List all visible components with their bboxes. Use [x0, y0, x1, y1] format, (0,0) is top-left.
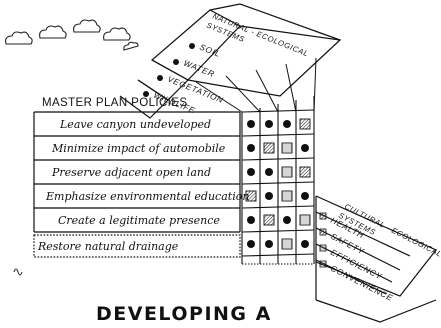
matrix-cell-dot	[301, 144, 309, 152]
bullet-icon	[157, 75, 163, 81]
bullet-icon	[143, 91, 149, 97]
figure-caption: DEVELOPING A	[96, 303, 272, 325]
matrix-cell-dotted	[281, 142, 293, 154]
matrix-cell-hatched	[245, 190, 257, 202]
matrix-cell-dotted	[281, 238, 293, 250]
squiggle-mark	[13, 268, 23, 276]
dotted-square-icon	[319, 260, 327, 268]
policy-row: Preserve adjacent open land	[51, 166, 211, 179]
policy-row: Leave canyon undeveloped	[59, 118, 211, 131]
natural-item-water: WATER	[182, 59, 216, 80]
matrix-cell-hatched	[299, 118, 311, 130]
matrix-cell-dot	[247, 120, 255, 128]
matrix-cell-dot	[265, 120, 273, 128]
matrix-row-line	[241, 133, 315, 137]
dotted-square-icon	[319, 244, 327, 252]
matrix-cell-dot	[247, 216, 255, 224]
matrix-depth-line	[313, 57, 317, 113]
policy-row: Create a legitimate presence	[58, 214, 220, 227]
matrix-row-line	[241, 157, 315, 161]
cloud-icon	[5, 31, 33, 45]
matrix-cell-dot	[301, 240, 309, 248]
matrix-cell-dot	[247, 240, 255, 248]
policies-heading: MASTER PLAN POLICIES	[42, 97, 187, 109]
matrix-cell-dot	[247, 144, 255, 152]
matrix-cell-hatched	[299, 166, 311, 178]
matrix-cell-dotted	[281, 190, 293, 202]
matrix-depth-line	[195, 81, 243, 113]
hatched-square-icon	[319, 212, 327, 220]
matrix-cell-dot	[247, 168, 255, 176]
matrix-cell-dot	[265, 168, 273, 176]
matrix-cell-dotted	[281, 166, 293, 178]
policy-row: Emphasize environmental education	[45, 190, 249, 203]
policy-row: Minimize impact of automobile	[51, 142, 226, 155]
matrix-row-line	[241, 205, 315, 209]
matrix-row-line	[241, 229, 315, 233]
cloud-icon	[123, 41, 139, 51]
matrix-cell-hatched	[263, 142, 275, 154]
matrix-cell-dot	[283, 216, 291, 224]
matrix-row-line	[241, 253, 315, 257]
cloud-doodles	[5, 19, 139, 51]
matrix-cell-dot	[283, 120, 291, 128]
matrix-cell-hatched	[263, 214, 275, 226]
bullet-icon	[173, 59, 179, 65]
cloud-icon	[73, 19, 101, 33]
bullet-icon	[189, 43, 195, 49]
hatched-square-icon	[319, 228, 327, 236]
matrix-depth-line	[255, 69, 279, 113]
cloud-icon	[103, 27, 131, 41]
matrix-row-line	[241, 181, 315, 185]
policy-list	[33, 111, 241, 258]
cloud-icon	[39, 25, 67, 39]
matrix-cell-dot	[265, 192, 273, 200]
cultural-systems-block: CULTURAL - ECOLOGICAL SYSTEMS HEALTH SAF…	[315, 195, 441, 323]
matrix-depth-line	[225, 75, 261, 113]
policy-system-matrix	[195, 57, 317, 265]
policy-row: Restore natural drainage	[37, 240, 179, 253]
matrix-cell-dot	[301, 192, 309, 200]
matrix-depth-line	[285, 63, 297, 113]
matrix-cell-dotted	[299, 214, 311, 226]
matrix-cell-dot	[265, 240, 273, 248]
